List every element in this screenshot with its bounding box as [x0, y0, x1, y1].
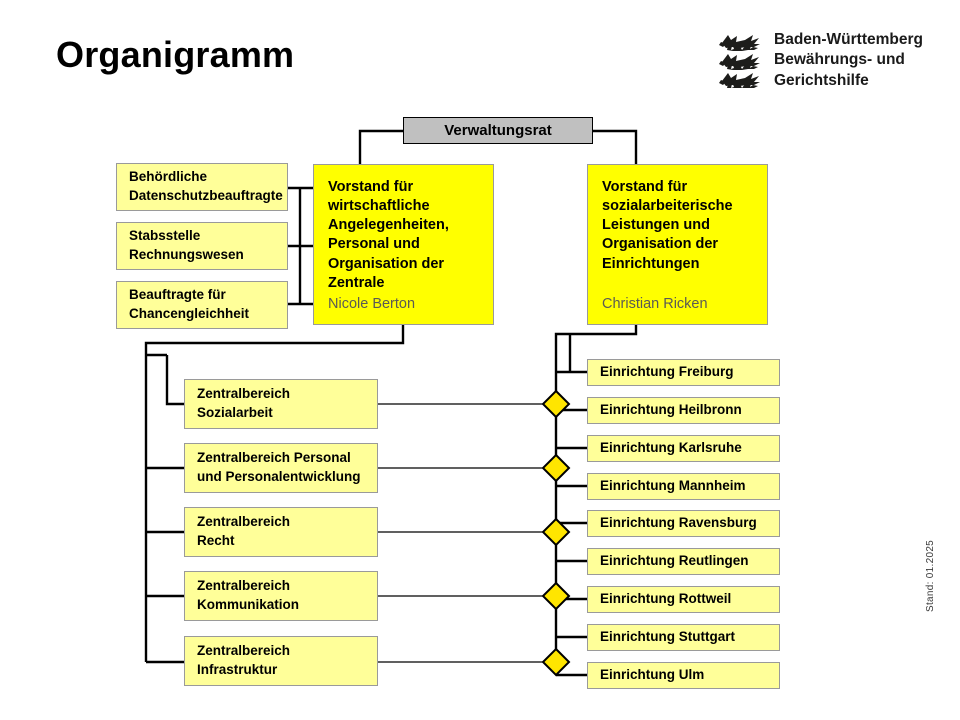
- baden-wuerttemberg-three-lions-crest-icon: [719, 35, 760, 88]
- node-verwaltungsrat[interactable]: Verwaltungsrat: [403, 117, 593, 144]
- node-einrichtung-stuttgart[interactable]: Einrichtung Stuttgart: [587, 624, 780, 651]
- node-person-name: Christian Ricken: [602, 296, 708, 312]
- connector-diamond: [541, 581, 571, 611]
- node-label: Einrichtung Mannheim: [600, 478, 746, 494]
- node-label: Einrichtung Stuttgart: [600, 629, 735, 645]
- node-label: Einrichtung Rottweil: [600, 591, 732, 607]
- logo-line-2: Bewährungs- und: [774, 51, 905, 69]
- node-label: Verwaltungsrat: [444, 122, 552, 139]
- page-title: Organigramm: [56, 34, 295, 75]
- logo-line-1: Baden-Württemberg: [774, 31, 923, 48]
- node-einrichtung-freiburg[interactable]: Einrichtung Freiburg: [587, 359, 780, 386]
- node-label: Einrichtung Freiburg: [600, 364, 734, 380]
- node-einrichtung-ulm[interactable]: Einrichtung Ulm: [587, 662, 780, 689]
- connector-diamond: [541, 453, 571, 483]
- node-label: Einrichtung Karlsruhe: [600, 440, 742, 456]
- node-label: Einrichtung Ulm: [600, 667, 705, 683]
- node-person-name: Nicole Berton: [328, 296, 416, 312]
- node-vorstand-wirtschaftliche-angelegenheiten[interactable]: Vorstand für wirtschaftliche Angelegenhe…: [313, 164, 494, 325]
- connector-diamond: [541, 647, 571, 677]
- logo-line-3: Gerichtshilfe: [774, 71, 869, 89]
- node-einrichtung-heilbronn[interactable]: Einrichtung Heilbronn: [587, 397, 780, 424]
- organization-logo: Baden-Württemberg Bewährungs- und Gerich…: [718, 30, 923, 91]
- node-label: Einrichtung Ravensburg: [600, 515, 757, 531]
- node-einrichtung-ravensburg[interactable]: Einrichtung Ravensburg: [587, 510, 780, 537]
- node-label: Einrichtung Heilbronn: [600, 402, 742, 418]
- node-einrichtung-karlsruhe[interactable]: Einrichtung Karlsruhe: [587, 435, 780, 462]
- logo-text: Baden-Württemberg Bewährungs- und Gerich…: [774, 30, 923, 91]
- connector-diamond: [541, 389, 571, 419]
- node-einrichtung-mannheim[interactable]: Einrichtung Mannheim: [587, 473, 780, 500]
- stand-date-label: Stand: 01.2025: [925, 539, 936, 612]
- node-vorstand-sozialarbeiterische-leistungen[interactable]: Vorstand für sozialarbeiterische Leistun…: [587, 164, 768, 325]
- node-label: Vorstand für sozialarbeiterische Leistun…: [602, 179, 733, 272]
- connector-diamond: [541, 517, 571, 547]
- node-einrichtung-rottweil[interactable]: Einrichtung Rottweil: [587, 586, 780, 613]
- node-label: Vorstand für wirtschaftliche Angelegenhe…: [328, 179, 449, 291]
- node-label: Einrichtung Reutlingen: [600, 553, 749, 569]
- node-einrichtung-reutlingen[interactable]: Einrichtung Reutlingen: [587, 548, 780, 575]
